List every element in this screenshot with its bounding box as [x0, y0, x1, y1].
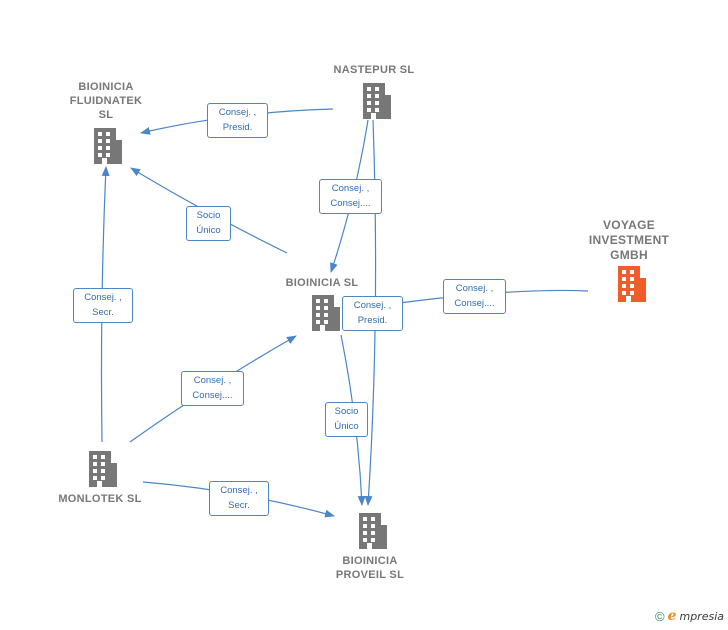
edge-label-monlotek-proveil[interactable]: Consej. , Secr. [209, 481, 269, 516]
copyright-icon: © [654, 608, 665, 624]
building-icon[interactable] [361, 83, 391, 124]
edge-label-nastepur-bioinicia[interactable]: Consej. , Consej.... [319, 179, 382, 214]
edge-label-monlotek-bioinicia[interactable]: Consej. , Consej.... [181, 371, 244, 406]
node-label-bioinicia[interactable]: BIOINICIA SL [285, 277, 359, 289]
edge-label-bioinicia-fluidnatek[interactable]: Socio Único [186, 206, 231, 241]
building-icon[interactable] [87, 451, 117, 492]
brand-logo: e [667, 608, 677, 624]
node-label-bioinicia-fluidnatek[interactable]: BIOINICIA FLUIDNATEK SL [69, 81, 143, 121]
edge-label-nastepur-fluidnatek[interactable]: Consej. , Presid. [207, 103, 268, 138]
building-icon[interactable] [616, 266, 646, 307]
building-icon[interactable] [310, 295, 340, 336]
building-icon[interactable] [357, 513, 387, 554]
edge-label-bioinicia-proveil[interactable]: Socio Único [325, 402, 368, 437]
edge-label-voyage-bioinicia[interactable]: Consej. , Consej.... [443, 279, 506, 314]
node-label-bioinicia-proveil[interactable]: BIOINICIA PROVEIL SL [335, 555, 405, 581]
node-label-voyage-investment[interactable]: VOYAGE INVESTMENT GMBH [588, 218, 670, 262]
node-label-monlotek[interactable]: MONLOTEK SL [58, 493, 142, 505]
brand-name: mpresia [679, 609, 724, 623]
building-icon[interactable] [92, 128, 122, 169]
node-label-nastepur[interactable]: NASTEPUR SL [333, 64, 415, 76]
edge-label-monlotek-fluidnatek[interactable]: Consej. , Secr. [73, 288, 133, 323]
edge-label-nastepur-proveil[interactable]: Consej. , Presid. [342, 296, 403, 331]
